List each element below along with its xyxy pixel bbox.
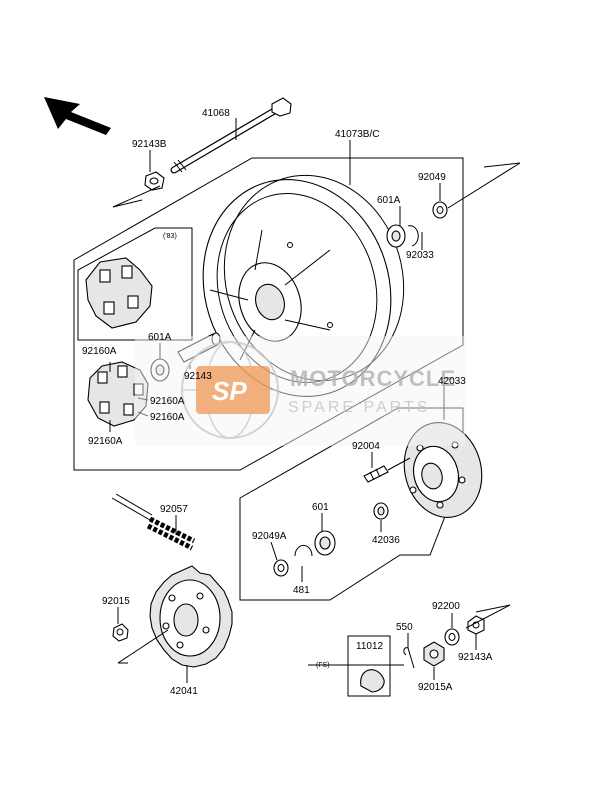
hub-panel <box>239 407 464 601</box>
damper-83 <box>85 257 153 329</box>
watermark-line1: MOTORCYCLE <box>290 366 456 391</box>
label-92033: 92033 <box>406 250 434 261</box>
nut-92015 <box>112 623 129 642</box>
label-92160A-2: 92160A <box>150 396 185 407</box>
label-550: 550 <box>396 622 413 633</box>
stud-92004 <box>363 465 389 483</box>
watermark-badge-text: SP <box>212 376 247 406</box>
label-92200: 92200 <box>432 601 460 612</box>
washer-92200 <box>444 628 460 646</box>
label-92004: 92004 <box>352 441 380 452</box>
label-83: ('83) <box>163 233 177 240</box>
label-92160A-3: 92160A <box>150 412 185 423</box>
collar-92143 <box>177 332 221 363</box>
cotter-pin-550 <box>403 647 415 669</box>
watermark-badge <box>196 366 270 414</box>
collar-42036 <box>373 502 389 520</box>
label-601: 601 <box>312 502 329 513</box>
washer-92049 <box>432 201 448 219</box>
label-92057: 92057 <box>160 504 188 515</box>
label-92143: 92143 <box>184 371 212 382</box>
bearing-601A-top <box>386 224 406 248</box>
kit-box-11012 <box>347 635 391 697</box>
sprocket-42041 <box>149 565 233 668</box>
label-92049A: 92049A <box>252 531 287 542</box>
nut-92143A <box>467 615 485 635</box>
circlip-92033 <box>407 225 419 247</box>
label-92015: 92015 <box>102 596 130 607</box>
label-481: 481 <box>293 585 310 596</box>
nut-92143B <box>144 171 165 191</box>
chain-92057 <box>111 493 196 551</box>
circlip-481 <box>294 544 313 557</box>
direction-arrow-icon <box>44 97 111 135</box>
hub-42033 <box>403 422 483 518</box>
label-42033: 42033 <box>438 376 466 387</box>
label-92160A-4: 92160A <box>88 436 123 447</box>
label-92143B: 92143B <box>132 139 167 150</box>
rear-wheel-41073BC <box>202 174 405 397</box>
washer-92049A <box>273 559 289 577</box>
axle-41068 <box>170 97 292 174</box>
nut-92015A <box>423 641 445 667</box>
label-92049: 92049 <box>418 172 446 183</box>
label-41068: 41068 <box>202 108 230 119</box>
damper-92160A <box>87 361 149 427</box>
label-92015A: 92015A <box>418 682 453 693</box>
bearing-601 <box>314 530 336 556</box>
label-42041: 42041 <box>170 686 198 697</box>
inset-83-box <box>77 227 193 341</box>
label-92143A: 92143A <box>458 652 493 663</box>
wheel-panel <box>73 157 464 471</box>
bearing-601A-left <box>150 358 170 382</box>
label-fs: (FS) <box>316 662 330 669</box>
label-11012: 11012 <box>356 641 384 652</box>
watermark: SP MOTORCYCLE SPARE PARTS <box>135 336 465 446</box>
label-42036: 42036 <box>372 535 400 546</box>
label-601A-top: 601A <box>377 195 401 206</box>
label-601A-left: 601A <box>148 332 172 343</box>
label-41073BC: 41073B/C <box>335 129 379 140</box>
watermark-line2: SPARE PARTS <box>288 399 430 416</box>
label-92160A-1: 92160A <box>82 346 117 357</box>
